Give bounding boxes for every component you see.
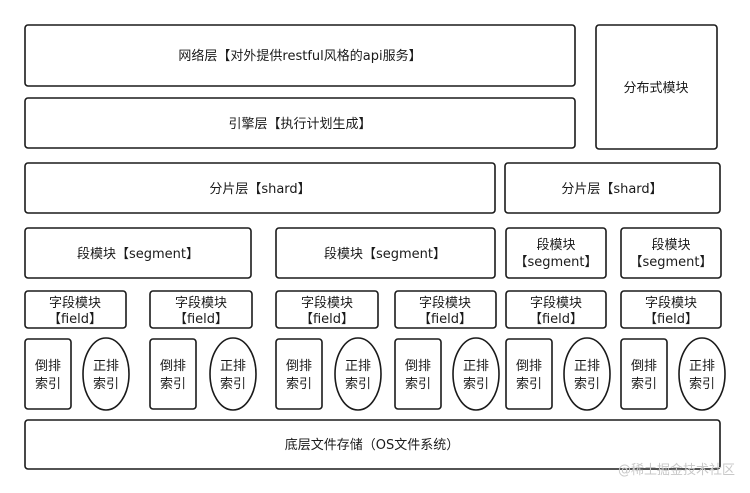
field-module-3: 字段模块 【field】 — [275, 290, 379, 329]
field-module-label-line1: 字段模块 — [301, 296, 353, 311]
forward-index-label-line2: 索引 — [689, 377, 715, 392]
inverted-index-label-line2: 索引 — [160, 377, 186, 392]
inverted-index-2: 倒排 索引 — [149, 338, 197, 410]
field-module-2: 字段模块 【field】 — [149, 290, 253, 329]
shard-layer-left: 分片层【shard】 — [24, 162, 496, 214]
forward-index-label-line1: 正排 — [220, 359, 246, 374]
inverted-index-4: 倒排 索引 — [394, 338, 442, 410]
segment-module-label-line2: 【segment】 — [629, 255, 712, 270]
field-module-label-line1: 字段模块 — [530, 296, 582, 311]
field-module-label-line1: 字段模块 — [645, 296, 697, 311]
network-layer-label: 网络层【对外提供restful风格的api服务】 — [178, 48, 421, 64]
shard-layer-right-label: 分片层【shard】 — [561, 182, 662, 197]
field-module-6: 字段模块 【field】 — [620, 290, 722, 329]
forward-index-2: 正排 索引 — [209, 337, 257, 411]
field-module-label-line2: 【field】 — [418, 312, 472, 327]
storage-layer-label: 底层文件存储（OS文件系统） — [285, 437, 460, 453]
shard-layer-left-label: 分片层【shard】 — [209, 182, 310, 197]
field-module-label-line1: 字段模块 — [49, 296, 101, 311]
inverted-index-label-line2: 索引 — [631, 377, 657, 392]
inverted-index-5: 倒排 索引 — [505, 338, 553, 410]
distributed-module-label: 分布式模块 — [623, 81, 688, 96]
forward-index-label-line2: 索引 — [93, 377, 119, 392]
segment-module-label: 段模块【segment】 — [77, 247, 199, 262]
forward-index-label-line2: 索引 — [345, 377, 371, 392]
distributed-module: 分布式模块 — [595, 24, 718, 150]
segment-module-4: 段模块 【segment】 — [620, 227, 722, 279]
inverted-index-label-line1: 倒排 — [286, 359, 312, 374]
inverted-index-label-line1: 倒排 — [35, 359, 61, 374]
forward-index-label-line1: 正排 — [345, 359, 371, 374]
field-module-label-line2: 【field】 — [174, 312, 228, 327]
field-module-5: 字段模块 【field】 — [505, 290, 607, 329]
field-module-label-line2: 【field】 — [300, 312, 354, 327]
segment-module-2: 段模块【segment】 — [275, 227, 496, 279]
forward-index-label-line1: 正排 — [463, 359, 489, 374]
inverted-index-label-line2: 索引 — [35, 377, 61, 392]
segment-module-label: 段模块【segment】 — [324, 247, 446, 262]
forward-index-6: 正排 索引 — [678, 337, 726, 411]
forward-index-1: 正排 索引 — [82, 337, 130, 411]
shard-layer-right: 分片层【shard】 — [504, 162, 721, 214]
field-module-label-line2: 【field】 — [48, 312, 102, 327]
field-module-label-line2: 【field】 — [529, 312, 583, 327]
field-module-1: 字段模块 【field】 — [24, 290, 127, 329]
engine-layer-label: 引擎层【执行计划生成】 — [228, 117, 371, 132]
inverted-index-3: 倒排 索引 — [275, 338, 323, 410]
forward-index-4: 正排 索引 — [452, 337, 500, 411]
forward-index-3: 正排 索引 — [334, 337, 382, 411]
field-module-label-line1: 字段模块 — [419, 296, 471, 311]
segment-module-label-line1: 段模块 — [536, 238, 575, 253]
segment-module-label-line2: 【segment】 — [514, 255, 597, 270]
forward-index-label-line1: 正排 — [574, 359, 600, 374]
watermark: @稀土掘金技术社区 — [618, 462, 735, 478]
inverted-index-label-line2: 索引 — [286, 377, 312, 392]
inverted-index-1: 倒排 索引 — [24, 338, 72, 410]
inverted-index-label-line1: 倒排 — [160, 359, 186, 374]
forward-index-label-line1: 正排 — [93, 359, 119, 374]
segment-module-label-line1: 段模块 — [651, 238, 690, 253]
inverted-index-label-line1: 倒排 — [405, 359, 431, 374]
field-module-label-line2: 【field】 — [644, 312, 698, 327]
field-module-4: 字段模块 【field】 — [394, 290, 497, 329]
inverted-index-label-line1: 倒排 — [516, 359, 542, 374]
forward-index-5: 正排 索引 — [563, 337, 611, 411]
inverted-index-label-line2: 索引 — [516, 377, 542, 392]
segment-module-3: 段模块 【segment】 — [505, 227, 607, 279]
inverted-index-label-line1: 倒排 — [631, 359, 657, 374]
inverted-index-label-line2: 索引 — [405, 377, 431, 392]
storage-layer: 底层文件存储（OS文件系统） — [24, 419, 721, 470]
forward-index-label-line2: 索引 — [463, 377, 489, 392]
segment-module-1: 段模块【segment】 — [24, 227, 252, 279]
forward-index-label-line1: 正排 — [689, 359, 715, 374]
forward-index-label-line2: 索引 — [220, 377, 246, 392]
inverted-index-6: 倒排 索引 — [620, 338, 668, 410]
forward-index-label-line2: 索引 — [574, 377, 600, 392]
network-layer: 网络层【对外提供restful风格的api服务】 — [24, 24, 576, 87]
field-module-label-line1: 字段模块 — [175, 296, 227, 311]
engine-layer: 引擎层【执行计划生成】 — [24, 97, 576, 149]
